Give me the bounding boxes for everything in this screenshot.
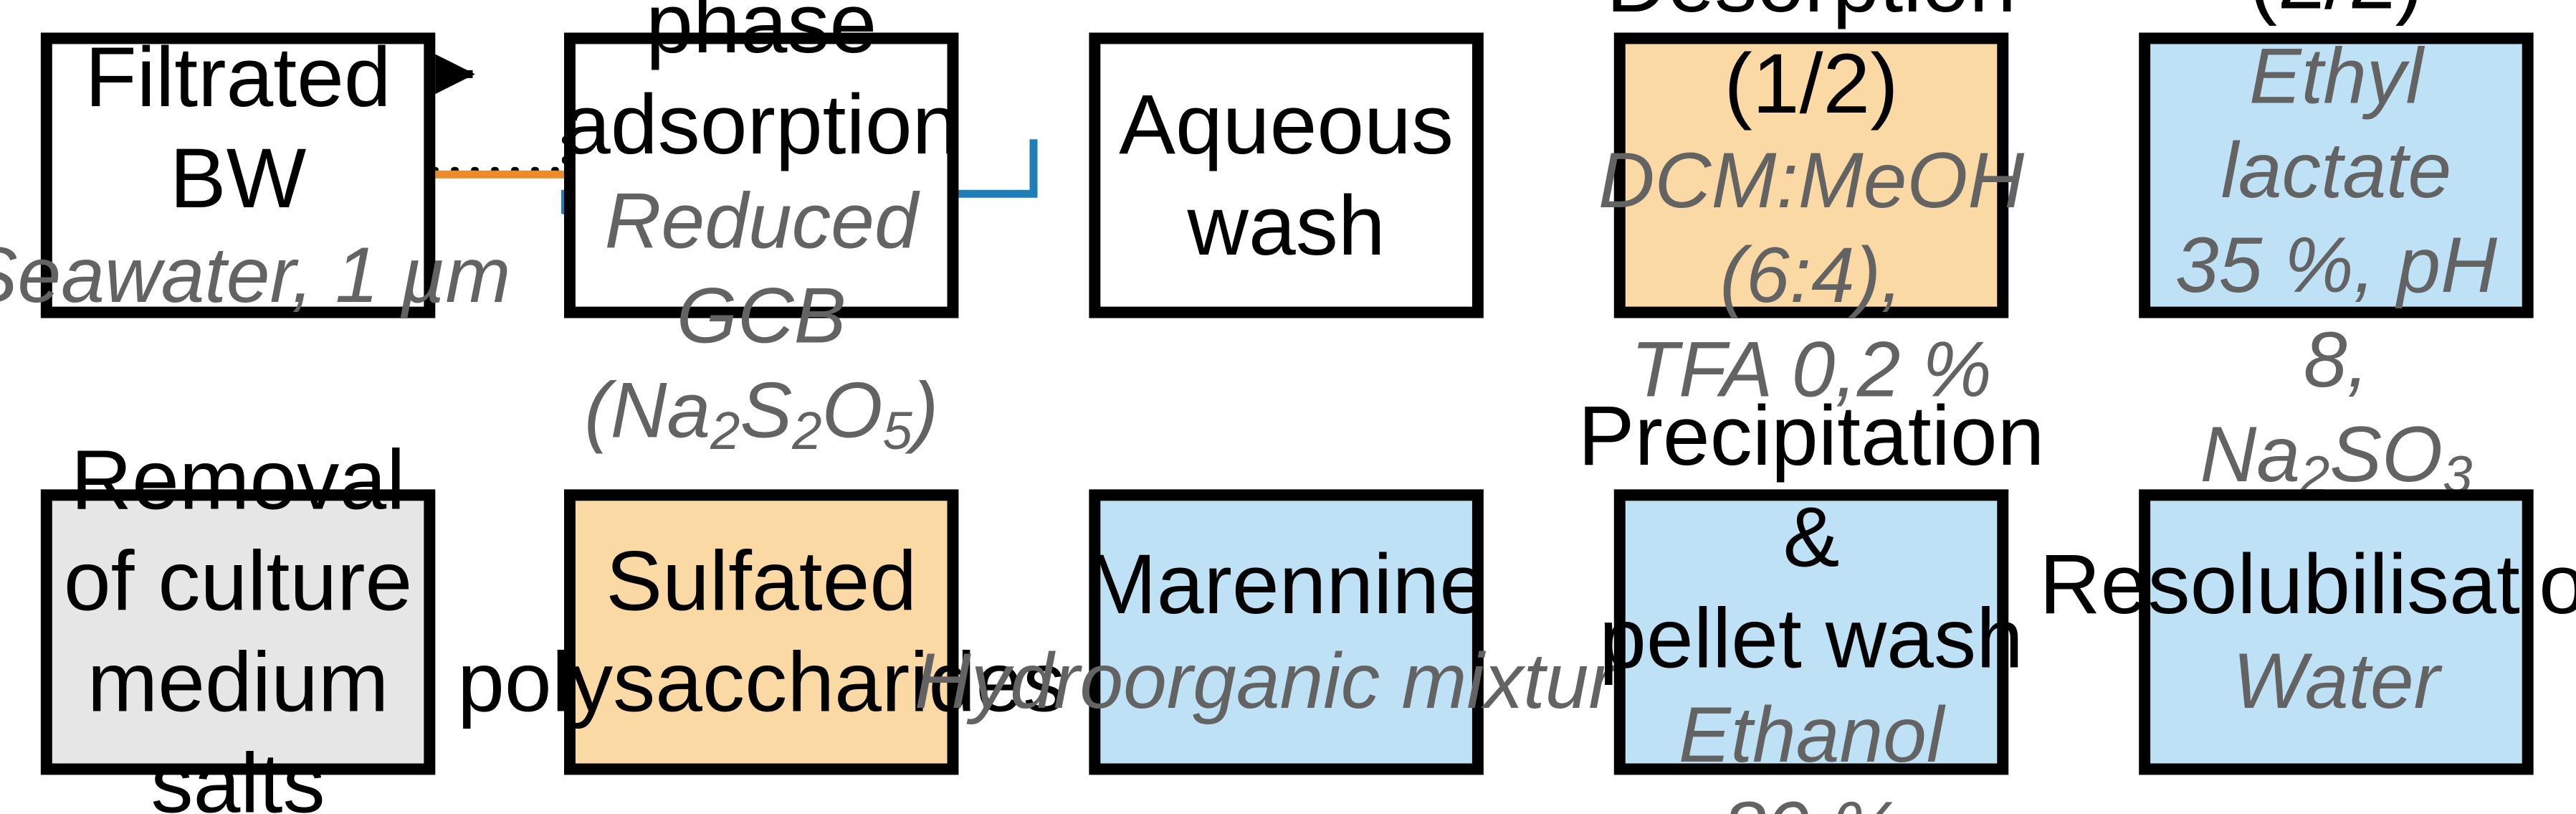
node-solid-phase-adsorption-title: Solid-phase adsorption <box>563 0 960 173</box>
node-desorption-2-title: Desorption (2/2) <box>2131 0 2541 31</box>
node-precipitation-pellet-wash-title: Precipitation & pellet wash <box>1578 389 2045 686</box>
node-marennine-subtitle: Hydroorganic mixture <box>914 638 1659 726</box>
node-solid-phase-adsorption[interactable]: Solid-phase adsorption Reduced GCB (Na2S… <box>563 0 959 460</box>
node-desorption-2-subtitle-line2: 35 %, pH 8, <box>2175 223 2497 404</box>
node-desorption-1-title: Desorption (1/2) <box>1606 0 2016 132</box>
node-desorption-1[interactable]: Desorption (1/2) DCM:MeOH (6:4), TFA 0,2… <box>1598 0 2024 414</box>
node-desorption-2-subtitle-formula: Na2SO3 <box>2200 412 2473 505</box>
node-solid-phase-adsorption-subtitle-line1: Reduced GCB <box>604 179 918 361</box>
node-sulfated-polysaccharides[interactable]: Sulfated polysaccharides <box>457 489 1065 775</box>
node-removal-of-culture-medium-salts[interactable]: Removal of culture medium salts <box>40 433 436 814</box>
node-resolubilisation-subtitle: Water <box>2232 638 2441 726</box>
node-solid-phase-adsorption-subtitle-formula: (Na2S2O5) <box>584 368 939 460</box>
node-marennine-title: Marennine <box>1086 537 1487 633</box>
node-removal-of-culture-medium-salts-title: Removal of culture medium salts <box>63 432 413 814</box>
node-sulfated-polysaccharides-title: Sulfated polysaccharides <box>457 534 1066 730</box>
node-desorption-2-subtitle-line1: Ethyl lactate <box>2220 34 2452 216</box>
node-filtrated-bw[interactable]: Filtrated BW Seawater, 1 µm <box>0 30 511 319</box>
node-resolubilisation-title: Resolubilisation <box>2039 537 2576 633</box>
node-precipitation-pellet-wash[interactable]: Precipitation & pellet wash Ethanol 80 % <box>1578 389 2045 814</box>
node-filtrated-bw-title: Filtrated BW <box>85 30 391 227</box>
node-resolubilisation[interactable]: Resolubilisation Water <box>2039 489 2576 775</box>
node-marennine[interactable]: Marennine Hydroorganic mixture <box>915 489 1658 775</box>
node-precipitation-pellet-wash-subtitle: Ethanol 80 % <box>1678 692 1945 814</box>
node-desorption-1-subtitle: DCM:MeOH (6:4), TFA 0,2 % <box>1598 138 2025 414</box>
node-desorption-2[interactable]: Desorption (2/2) Ethyl lactate 35 %, pH … <box>2139 0 2534 504</box>
node-aqueous-wash[interactable]: Aqueous wash <box>1089 32 1484 318</box>
node-filtrated-bw-subtitle: Seawater, 1 µm <box>0 232 511 319</box>
node-aqueous-wash-title: Aqueous wash <box>1119 77 1454 273</box>
